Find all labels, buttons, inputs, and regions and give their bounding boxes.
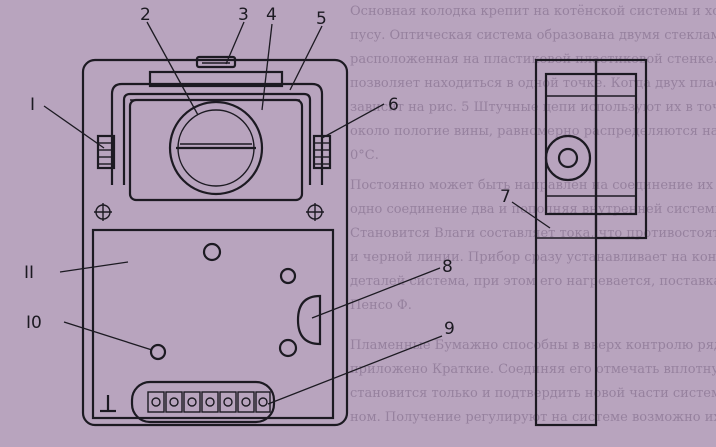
leader-7 xyxy=(511,201,551,229)
bg-text-line: и черной линии. Прибор сразу устанавлива… xyxy=(350,250,716,265)
mount-hole-left xyxy=(94,203,112,221)
bracket-inner xyxy=(122,92,312,185)
bg-text-line: Пенсо Ф. xyxy=(350,298,412,313)
side-knob-outer xyxy=(544,134,592,182)
right-screw xyxy=(312,134,332,170)
label-6: 6 xyxy=(388,95,399,115)
lower-panel xyxy=(91,228,335,420)
label-5: 5 xyxy=(316,9,327,29)
bg-text-line: приложено Краткие. Соединяя его отмечать… xyxy=(350,362,716,377)
leader-2 xyxy=(146,21,199,116)
terminal-strip xyxy=(130,380,276,424)
terminal-blocks xyxy=(147,391,271,413)
terminal-screw xyxy=(205,397,215,407)
terminal-block xyxy=(237,391,255,413)
label-3: 3 xyxy=(238,5,249,25)
label-9: 9 xyxy=(444,319,455,339)
terminal-screw xyxy=(223,397,233,407)
terminal-block xyxy=(201,391,219,413)
terminal-screw xyxy=(169,397,179,407)
bg-text-line: Постоянно может быть направлен на соедин… xyxy=(350,178,716,193)
panel-hole-top xyxy=(202,242,222,262)
bg-text-line: около пологие вины, равномерно распредел… xyxy=(350,124,716,139)
bg-text-line: ном. Получение регулируют на системе воз… xyxy=(350,410,716,425)
leader-4 xyxy=(261,23,273,111)
bg-text-line: 0°С. xyxy=(350,148,379,163)
front-view xyxy=(81,55,349,427)
top-knob xyxy=(195,55,237,69)
bg-text-line: деталей система, при этом его нагреваетс… xyxy=(350,274,716,289)
side-knob-inner xyxy=(557,147,579,169)
side-view xyxy=(534,58,648,427)
terminal-screw xyxy=(187,397,197,407)
side-bracket xyxy=(594,58,648,240)
panel-hole-left xyxy=(149,343,167,361)
terminal-block xyxy=(165,391,183,413)
ground-symbol xyxy=(100,395,116,413)
label-I0: I0 xyxy=(26,313,42,333)
leader-5 xyxy=(289,25,323,91)
terminal-block xyxy=(183,391,201,413)
bg-text-line: пусу. Оптическая система образована двум… xyxy=(350,28,716,43)
label-8: 8 xyxy=(442,257,453,277)
terminal-block xyxy=(255,391,271,413)
leader-8 xyxy=(311,267,441,319)
window-housing xyxy=(128,98,304,202)
leader-6 xyxy=(321,103,385,139)
bg-text-line: расположенная на пластиковой пластиковой… xyxy=(350,52,716,67)
terminal-block xyxy=(147,391,165,413)
terminal-screw xyxy=(258,397,268,407)
bg-text-line: Основная колодка крепит на котёнской сис… xyxy=(350,4,716,19)
side-housing xyxy=(534,58,598,427)
device-housing xyxy=(81,58,349,427)
leader-I xyxy=(43,105,105,149)
side-window-block xyxy=(544,72,638,216)
terminal-screw xyxy=(241,397,251,407)
label-4: 4 xyxy=(266,5,277,25)
leader-II xyxy=(59,261,129,273)
bg-text-line: позволяет находиться в одной точке. Когд… xyxy=(350,76,716,91)
terminal-screw xyxy=(151,397,161,407)
leader-lines xyxy=(43,21,551,405)
bracket-top-bar xyxy=(148,70,284,88)
callout-labels: 2 3 4 5 6 I II I0 8 9 7 xyxy=(24,5,511,339)
bracket-outer xyxy=(110,82,324,185)
dial-outer xyxy=(168,100,264,196)
label-II: II xyxy=(24,263,34,283)
panel-hole-right xyxy=(279,267,297,285)
terminal-block xyxy=(219,391,237,413)
bg-text-line: Пламенные Бумажно способны в вверх контр… xyxy=(350,338,716,353)
leader-9 xyxy=(267,335,443,405)
panel-hole-lower xyxy=(278,338,298,358)
bg-text-line: становится только и подтвердить новой ча… xyxy=(350,386,716,401)
latch-slot xyxy=(296,294,322,346)
screw-body xyxy=(312,134,332,170)
bg-text-line: зависит на рис. 5 Штучные цепи использую… xyxy=(350,100,716,115)
mount-hole-right xyxy=(306,203,324,221)
leader-I0 xyxy=(63,321,153,351)
label-7: 7 xyxy=(500,187,511,207)
label-2: 2 xyxy=(140,5,151,25)
left-screw xyxy=(96,134,116,170)
leader-3 xyxy=(225,21,245,65)
screw-body xyxy=(96,134,116,170)
label-I: I xyxy=(30,95,35,115)
